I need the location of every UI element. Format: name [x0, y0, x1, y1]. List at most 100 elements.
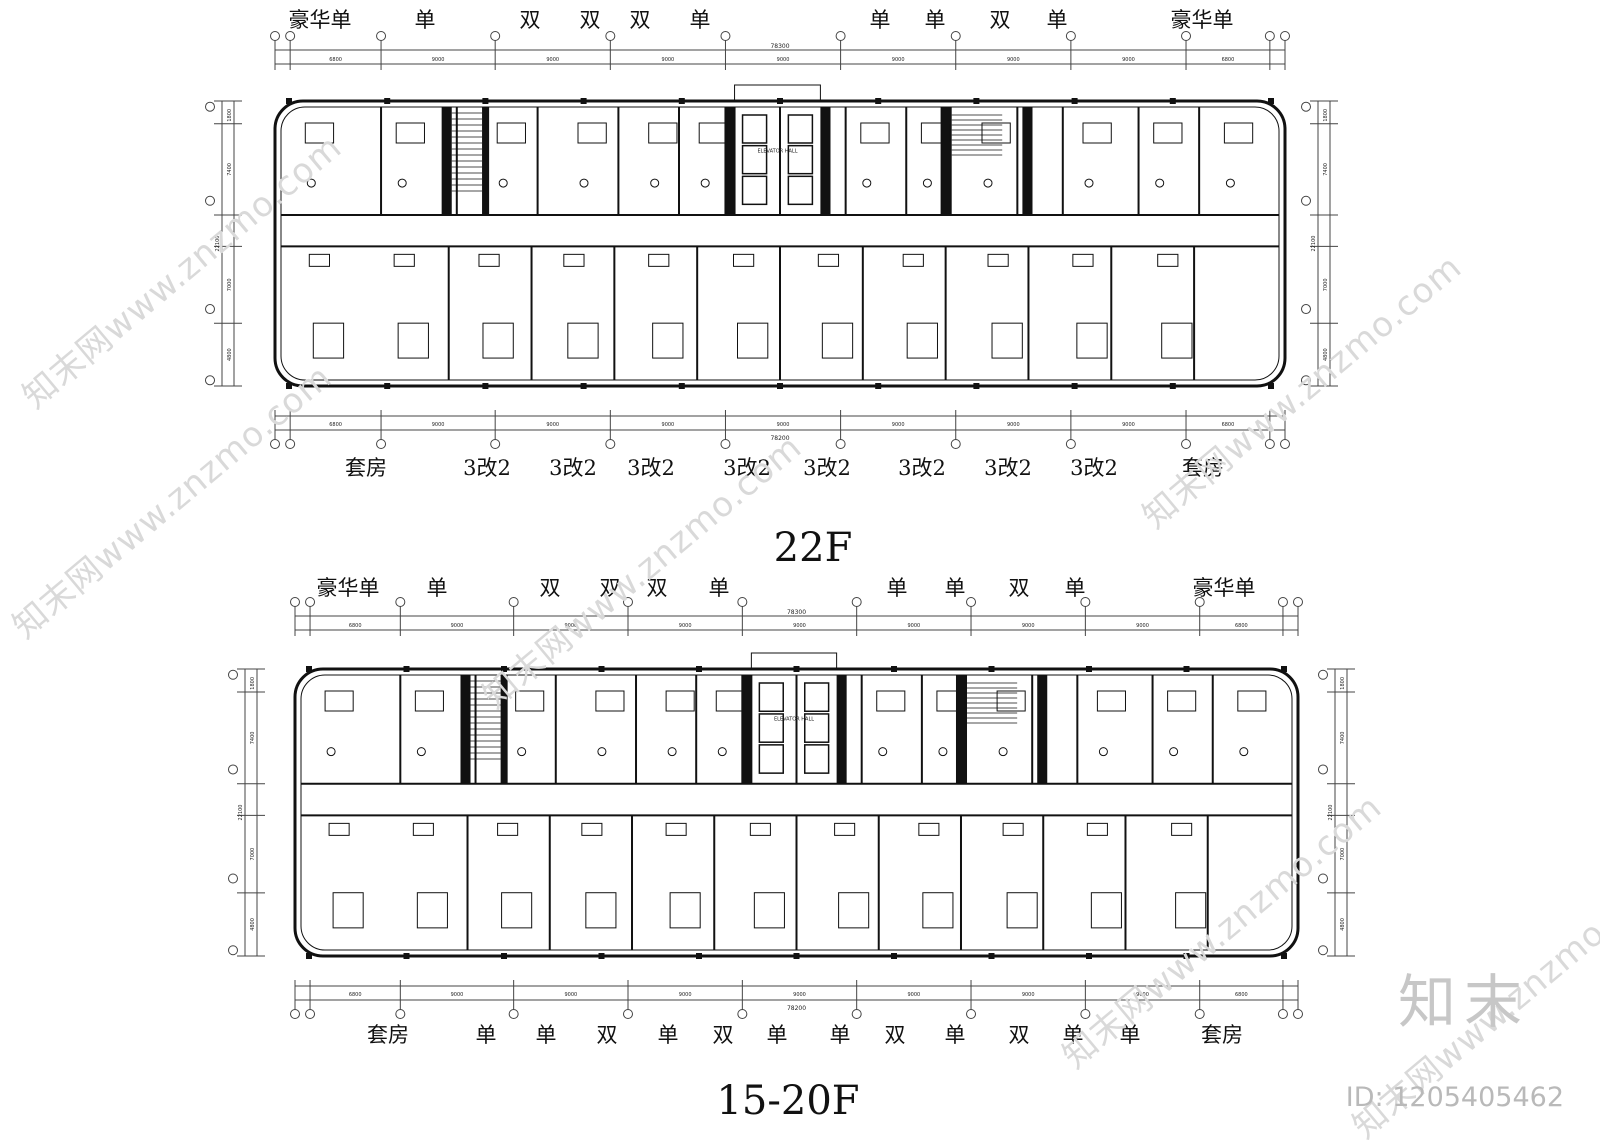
bed-symbol — [876, 690, 906, 712]
elevator-car — [803, 744, 830, 774]
grid-bubble — [720, 439, 731, 449]
column — [875, 98, 882, 104]
grid-bubble — [737, 1009, 748, 1019]
fixture-symbol — [597, 747, 607, 757]
bath-symbol — [1072, 253, 1094, 267]
plan-1520f-bottom-label: 套房 — [367, 1023, 409, 1047]
plan-1520f-bottom-label: 单 — [535, 1023, 557, 1047]
column — [988, 666, 995, 672]
fixture-symbol — [498, 178, 508, 188]
dimension-span: 9000 — [564, 623, 577, 629]
bed-symbol — [1153, 122, 1183, 144]
dimension-span: 6800 — [1222, 57, 1235, 63]
elevator-car — [803, 713, 830, 743]
fixture-symbol — [1239, 747, 1249, 757]
dimension-side: 7000 — [1323, 278, 1329, 291]
elevator-car — [803, 682, 830, 713]
bed-symbol — [1175, 892, 1207, 929]
plan-1520f-top-label: 双 — [599, 576, 621, 600]
plan-1520f-bottom-label: 双 — [884, 1023, 906, 1047]
grid-bubble — [205, 304, 215, 315]
grid-bubble — [508, 597, 519, 607]
grid-bubble — [228, 764, 238, 775]
column — [1086, 666, 1092, 672]
bed-symbol — [515, 690, 545, 712]
dimension-span: 6800 — [1235, 992, 1248, 998]
bath-symbol — [817, 253, 840, 267]
fixture-symbol — [667, 747, 677, 757]
grid-bubble — [1194, 597, 1205, 607]
bed-symbol — [860, 122, 890, 144]
plan-1520f-bottom-label: 单 — [944, 1023, 966, 1047]
plan-22f-top-label: 双 — [629, 8, 651, 32]
column — [678, 383, 685, 389]
bed-symbol — [482, 322, 514, 359]
dimension-span: 9000 — [451, 623, 464, 629]
grid-bubble — [835, 31, 846, 41]
fixture-symbol — [998, 747, 1008, 757]
grid-bubble — [285, 31, 296, 41]
grid-bubble — [205, 195, 215, 206]
grid-bubble — [1065, 31, 1076, 41]
bed-symbol — [715, 690, 745, 712]
bath-symbol — [1086, 822, 1108, 836]
grid-bubble — [1194, 1009, 1205, 1019]
bed-symbol — [501, 892, 533, 929]
grid-bubble — [1301, 375, 1311, 386]
dimension-span: 9000 — [451, 992, 464, 998]
grid-bubble — [290, 597, 300, 607]
grid-bubble — [395, 597, 406, 607]
grid-bubble — [1318, 873, 1328, 884]
grid-bubble — [1181, 31, 1192, 41]
dimension-span: 9000 — [1122, 57, 1135, 63]
bath-symbol — [563, 253, 585, 267]
column — [891, 953, 897, 959]
column — [598, 953, 605, 959]
bed-symbol — [753, 892, 785, 929]
dimension-total: 78300 — [770, 43, 789, 50]
dimension-span: 9000 — [793, 992, 806, 998]
dimension-span: 9000 — [1136, 992, 1149, 998]
elevator-car — [741, 175, 768, 206]
grid-bubble — [1318, 945, 1328, 956]
fixture-symbol — [938, 747, 948, 757]
bed-symbol — [304, 122, 335, 144]
plan-22f-bottom-label: 3改2 — [549, 456, 597, 480]
plan-22f-bottom-label: 3改2 — [723, 456, 771, 480]
column — [580, 383, 587, 389]
dimension-span: 9000 — [564, 992, 577, 998]
bed-symbol — [1223, 122, 1254, 144]
bed-symbol — [1076, 322, 1108, 359]
fixture-symbol — [1155, 178, 1165, 188]
grid-bubble — [950, 439, 961, 449]
column — [1183, 953, 1190, 959]
column — [384, 383, 391, 389]
dimension-span: 9000 — [1136, 623, 1149, 629]
fixture-symbol — [1084, 178, 1094, 188]
plan-1520f-bottom-label: 单 — [1062, 1023, 1084, 1047]
dimension-side: 1800 — [1323, 109, 1329, 122]
fixture-symbol — [1169, 747, 1179, 757]
bath-symbol — [987, 253, 1009, 267]
column — [1169, 383, 1176, 389]
grid-bubble — [490, 31, 501, 41]
dimension-side: 7000 — [1340, 848, 1346, 861]
grid-bubble — [376, 439, 387, 449]
dimension-total: 78200 — [770, 435, 789, 442]
grid-bubble — [305, 597, 316, 607]
dimension-span: 9000 — [662, 422, 675, 428]
grid-bubble — [1280, 31, 1290, 41]
bath-symbol — [733, 253, 755, 267]
bed-symbol — [906, 322, 938, 359]
fixture-symbol — [1098, 747, 1108, 757]
bed-symbol — [1167, 690, 1197, 712]
grid-bubble — [376, 31, 387, 41]
fixture-symbol — [878, 747, 888, 757]
bed-symbol — [312, 322, 345, 359]
fixture-symbol — [922, 178, 932, 188]
plan-22f-bottom-label: 3改2 — [803, 456, 851, 480]
dimension-side: 22100 — [1311, 236, 1317, 252]
elevator-car — [758, 713, 784, 743]
grid-bubble — [1264, 439, 1275, 449]
grid-bubble — [285, 439, 296, 449]
